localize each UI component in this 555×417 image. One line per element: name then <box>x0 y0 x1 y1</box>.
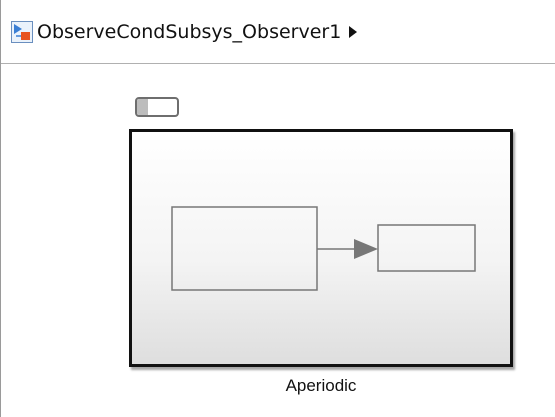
destination-block-shape <box>377 224 476 272</box>
aperiodic-subsystem-block[interactable] <box>129 129 513 367</box>
breadcrumb[interactable]: ObserveCondSubsys_Observer1 <box>11 20 358 44</box>
action-port-icon <box>135 97 179 117</box>
caret-right-icon[interactable] <box>348 25 358 39</box>
simulink-model-icon <box>11 21 33 43</box>
explorer-bar: ObserveCondSubsys_Observer1 <box>1 0 555 64</box>
model-canvas[interactable]: Aperiodic <box>1 64 555 417</box>
action-port-fill <box>137 99 148 115</box>
breadcrumb-model-label[interactable]: ObserveCondSubsys_Observer1 <box>37 21 342 43</box>
block-to-block-signal-icon <box>171 206 476 291</box>
subsystem-block-label: Aperiodic <box>285 376 357 395</box>
source-block-shape <box>171 206 318 291</box>
signal-arrowhead <box>354 239 378 259</box>
